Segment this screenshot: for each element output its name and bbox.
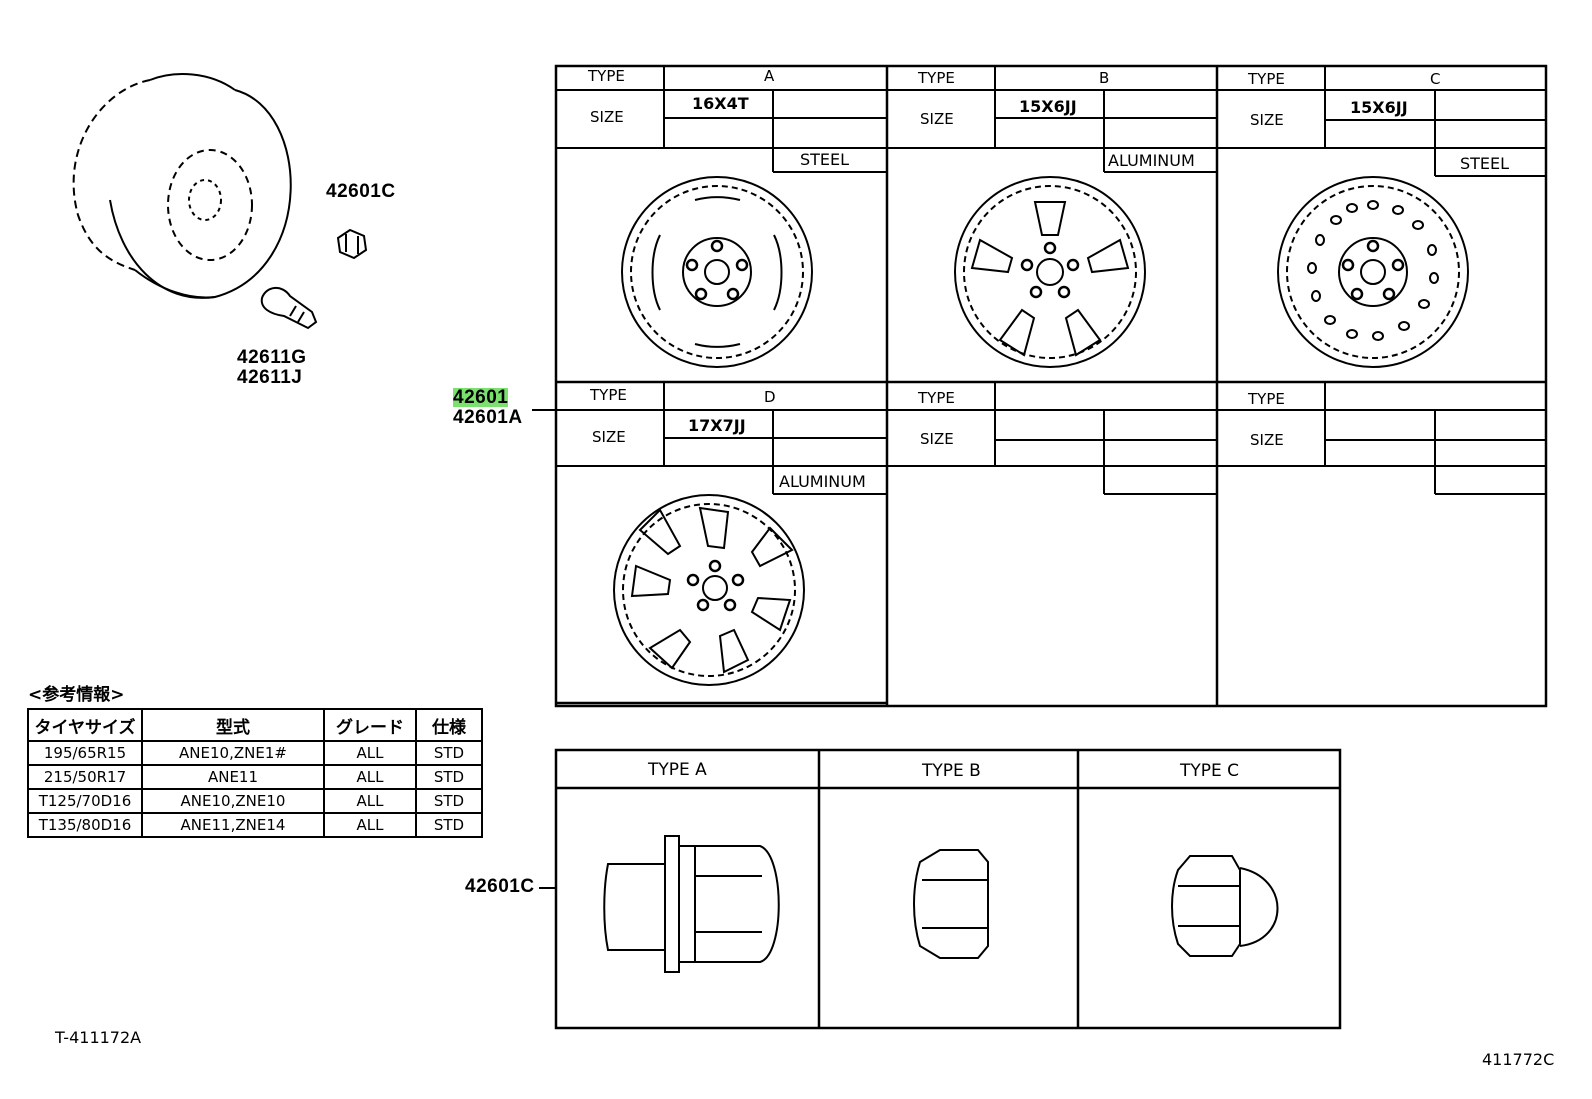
part-number-42611j[interactable]: 42611J: [237, 367, 303, 388]
column-header: 仕様: [415, 708, 483, 742]
material-label: ALUMINUM: [1108, 151, 1195, 170]
wheel-type-a: [621, 176, 813, 368]
size-value: 16X4T: [692, 94, 749, 113]
size-label: SIZE: [590, 108, 624, 126]
table-cell: T135/80D16: [27, 812, 143, 838]
figure-code-right: 411772C: [1482, 1050, 1555, 1069]
table-row: 215/50R17 ANE11 ALL STD: [27, 764, 483, 790]
wheel-type-grid: [554, 64, 1548, 708]
size-label: SIZE: [1250, 111, 1284, 129]
table-cell: ANE10,ZNE1#: [141, 740, 325, 766]
type-value: D: [764, 388, 776, 406]
nut-type-a: [603, 835, 780, 973]
table-cell: T125/70D16: [27, 788, 143, 814]
reference-table: タイヤサイズ 型式 グレード 仕様 195/65R15 ANE10,ZNE1# …: [27, 708, 483, 838]
table-cell: ANE10,ZNE10: [141, 788, 325, 814]
size-label: SIZE: [920, 430, 954, 448]
size-value: 15X6JJ: [1019, 97, 1077, 116]
table-cell: STD: [415, 788, 483, 814]
table-cell: STD: [415, 812, 483, 838]
size-label: SIZE: [1250, 431, 1284, 449]
table-cell: STD: [415, 740, 483, 766]
table-cell: ALL: [323, 788, 417, 814]
material-label: STEEL: [800, 150, 850, 169]
valve-stem-icon: [260, 287, 318, 330]
table-cell: 215/50R17: [27, 764, 143, 790]
table-cell: ALL: [323, 812, 417, 838]
part-number-42601c-bottom[interactable]: 42601C: [465, 876, 535, 897]
nut-type-b: [913, 849, 989, 959]
table-cell: STD: [415, 764, 483, 790]
column-header: 型式: [141, 708, 325, 742]
column-header: グレード: [323, 708, 417, 742]
nut-type-a-header: TYPE A: [648, 760, 707, 780]
reference-title: <参考情報>: [28, 685, 125, 705]
size-label: SIZE: [920, 110, 954, 128]
type-label: TYPE: [588, 67, 625, 85]
wheel-type-d: [613, 494, 805, 686]
type-value: B: [1099, 69, 1110, 87]
table-cell: ANE11,ZNE14: [141, 812, 325, 838]
table-row: T135/80D16 ANE11,ZNE14 ALL STD: [27, 812, 483, 838]
size-value: 17X7JJ: [688, 416, 746, 435]
table-header-row: タイヤサイズ 型式 グレード 仕様: [27, 708, 483, 742]
tire-illustration: [72, 73, 292, 299]
material-label: STEEL: [1460, 154, 1510, 173]
table-cell: 195/65R15: [27, 740, 143, 766]
size-value: 15X6JJ: [1350, 98, 1408, 117]
table-cell: ANE11: [141, 764, 325, 790]
figure-code-left: T-411172A: [55, 1028, 142, 1047]
table-row: 195/65R15 ANE10,ZNE1# ALL STD: [27, 740, 483, 766]
part-number-42601c-top[interactable]: 42601C: [326, 181, 396, 202]
part-number-42601a[interactable]: 42601A: [453, 407, 523, 428]
material-label: ALUMINUM: [779, 472, 866, 491]
type-label: TYPE: [590, 386, 627, 404]
nut-type-table: [554, 748, 1342, 1030]
part-number-42601[interactable]: 42601: [453, 387, 509, 408]
column-header: タイヤサイズ: [27, 708, 143, 742]
nut-type-c-header: TYPE C: [1180, 761, 1240, 781]
type-label: TYPE: [918, 389, 955, 407]
type-label: TYPE: [1248, 70, 1285, 88]
size-label: SIZE: [592, 428, 626, 446]
type-label: TYPE: [1248, 390, 1285, 408]
table-cell: ALL: [323, 740, 417, 766]
wheel-type-b: [954, 176, 1146, 368]
table-cell: ALL: [323, 764, 417, 790]
type-value: A: [764, 67, 775, 85]
table-row: T125/70D16 ANE10,ZNE10 ALL STD: [27, 788, 483, 814]
nut-type-b-header: TYPE B: [922, 761, 981, 781]
wheel-type-c: [1277, 176, 1469, 368]
part-number-42611g[interactable]: 42611G: [237, 347, 307, 368]
type-value: C: [1430, 70, 1441, 88]
lug-nut-icon: [336, 228, 368, 260]
nut-type-c: [1171, 855, 1279, 957]
type-label: TYPE: [918, 69, 955, 87]
